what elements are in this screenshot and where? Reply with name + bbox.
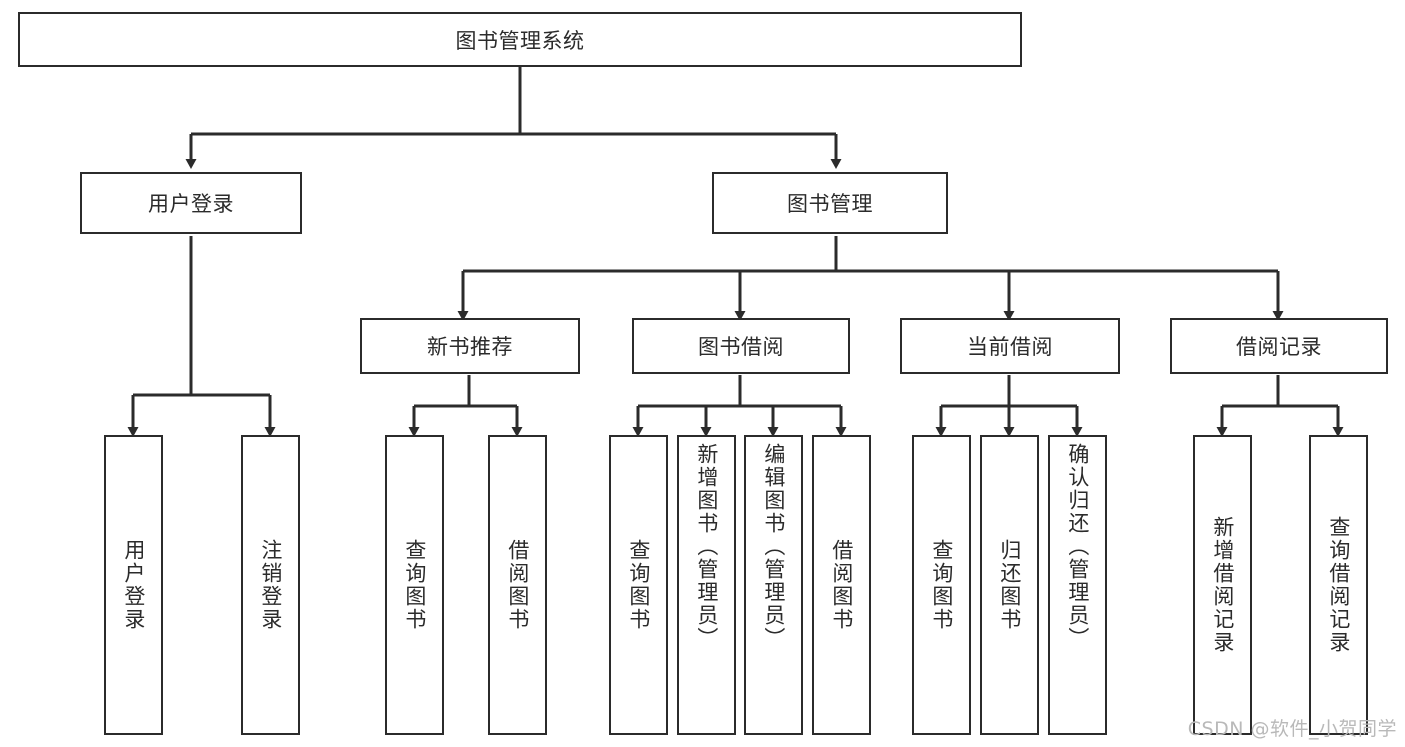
node-book-borrow[interactable]: 图书借阅: [632, 318, 850, 374]
node-root-label: 图书管理系统: [455, 28, 585, 53]
node-current-borrow[interactable]: 当前借阅: [900, 318, 1120, 374]
leaf-query-book-current-label: 查询图书: [929, 539, 954, 631]
node-new-book-recommend-label: 新书推荐: [427, 335, 513, 359]
leaf-borrow-book-borrow-label: 借阅图书: [829, 539, 854, 631]
node-book-borrow-label: 图书借阅: [698, 335, 784, 359]
node-new-book-recommend[interactable]: 新书推荐: [360, 318, 580, 374]
watermark-text: CSDN @软件_小贺同学: [1187, 718, 1397, 740]
node-root[interactable]: 图书管理系统: [18, 12, 1022, 67]
node-user-login-label: 用户登录: [148, 192, 234, 216]
leaf-query-book-new-label: 查询图书: [402, 539, 427, 631]
leaf-add-borrow-record-label: 新增借阅记录: [1210, 516, 1235, 654]
leaf-query-book-new[interactable]: 查询图书: [385, 435, 444, 735]
leaf-add-book-label: 新增图书（管理员）: [694, 443, 719, 650]
leaf-add-book[interactable]: 新增图书（管理员）: [677, 435, 736, 735]
leaf-query-book-borrow-label: 查询图书: [626, 539, 651, 631]
leaf-borrow-book-new-label: 借阅图书: [505, 539, 530, 631]
leaf-edit-book-label: 编辑图书（管理员）: [761, 443, 786, 650]
node-book-management[interactable]: 图书管理: [712, 172, 948, 234]
leaf-query-book-current[interactable]: 查询图书: [912, 435, 971, 735]
leaf-add-borrow-record[interactable]: 新增借阅记录: [1193, 435, 1252, 735]
node-book-management-label: 图书管理: [787, 192, 873, 216]
leaf-user-login-label: 用户登录: [121, 539, 146, 631]
node-borrow-records-label: 借阅记录: [1236, 335, 1322, 359]
leaf-query-book-borrow[interactable]: 查询图书: [609, 435, 668, 735]
leaf-confirm-return[interactable]: 确认归还（管理员）: [1048, 435, 1107, 735]
leaf-logout[interactable]: 注销登录: [241, 435, 300, 735]
leaf-user-login[interactable]: 用户登录: [104, 435, 163, 735]
leaf-confirm-return-label: 确认归还（管理员）: [1065, 443, 1090, 650]
node-current-borrow-label: 当前借阅: [967, 335, 1053, 359]
leaf-return-book[interactable]: 归还图书: [980, 435, 1039, 735]
leaf-return-book-label: 归还图书: [997, 539, 1022, 631]
leaf-borrow-book-new[interactable]: 借阅图书: [488, 435, 547, 735]
leaf-edit-book[interactable]: 编辑图书（管理员）: [744, 435, 803, 735]
leaf-query-borrow-record[interactable]: 查询借阅记录: [1309, 435, 1368, 735]
leaf-logout-label: 注销登录: [258, 539, 283, 631]
leaf-borrow-book-borrow[interactable]: 借阅图书: [812, 435, 871, 735]
node-user-login[interactable]: 用户登录: [80, 172, 302, 234]
leaf-query-borrow-record-label: 查询借阅记录: [1326, 516, 1351, 654]
node-borrow-records[interactable]: 借阅记录: [1170, 318, 1388, 374]
